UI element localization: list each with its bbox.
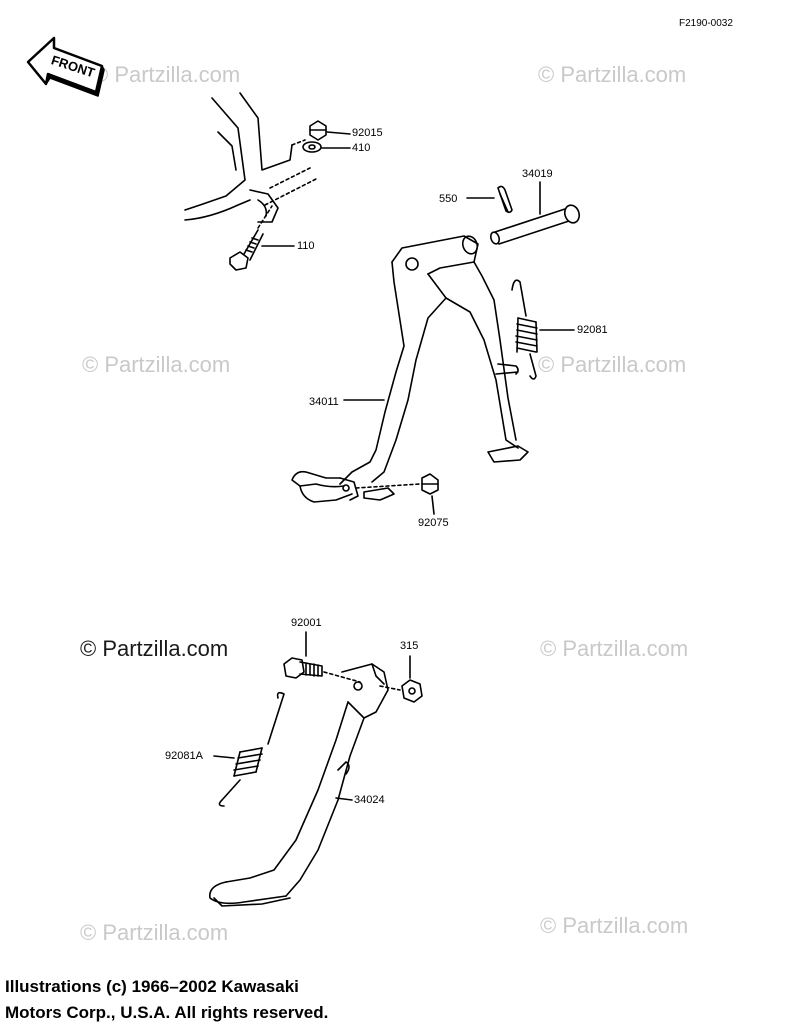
- watermark: © Partzilla.com: [80, 636, 229, 661]
- pin-34019: [489, 181, 581, 245]
- label-34024: 34024: [354, 794, 385, 806]
- watermark: © Partzilla.com: [80, 920, 229, 945]
- label-550: 550: [439, 193, 458, 205]
- watermark: © Partzilla.com: [92, 62, 241, 87]
- watermark: © Partzilla.com: [540, 636, 689, 661]
- spring-92081: [511, 279, 575, 380]
- spring-92081A: [213, 691, 285, 807]
- watermark: © Partzilla.com: [82, 352, 231, 377]
- watermark: © Partzilla.com: [538, 62, 687, 87]
- diagram-code: F2190-0032: [679, 18, 733, 29]
- frame-section: [184, 92, 319, 223]
- nut-315: [379, 655, 423, 703]
- bolt-110: [229, 205, 295, 271]
- label-92001: 92001: [291, 617, 322, 629]
- center-stand-34011: [291, 235, 529, 503]
- label-315: 315: [400, 640, 419, 652]
- label-34019: 34019: [522, 168, 553, 180]
- copyright-notice: Illustrations (c) 1966–2002 Kawasaki Mot…: [5, 974, 328, 1026]
- watermark: © Partzilla.com: [538, 352, 687, 377]
- label-92081A: 92081A: [165, 750, 203, 762]
- washer-410: [302, 141, 322, 153]
- label-92015: 92015: [352, 127, 383, 139]
- bolt-92001: [283, 631, 361, 683]
- label-34011: 34011: [309, 396, 339, 408]
- nut-92015: [309, 120, 327, 141]
- label-410: 410: [352, 142, 371, 154]
- nut-92075: [421, 473, 439, 515]
- label-92081: 92081: [577, 324, 608, 336]
- cotter-pin-550: [466, 185, 513, 214]
- label-110: 110: [297, 240, 315, 252]
- label-92075: 92075: [418, 517, 449, 529]
- front-arrow-icon: FRONT: [26, 36, 105, 97]
- watermark: © Partzilla.com: [540, 913, 689, 938]
- side-stand-34024: [209, 663, 389, 907]
- copyright-line-1: Illustrations (c) 1966–2002 Kawasaki: [5, 977, 299, 996]
- copyright-line-2: Motors Corp., U.S.A. All rights reserved…: [5, 1003, 329, 1022]
